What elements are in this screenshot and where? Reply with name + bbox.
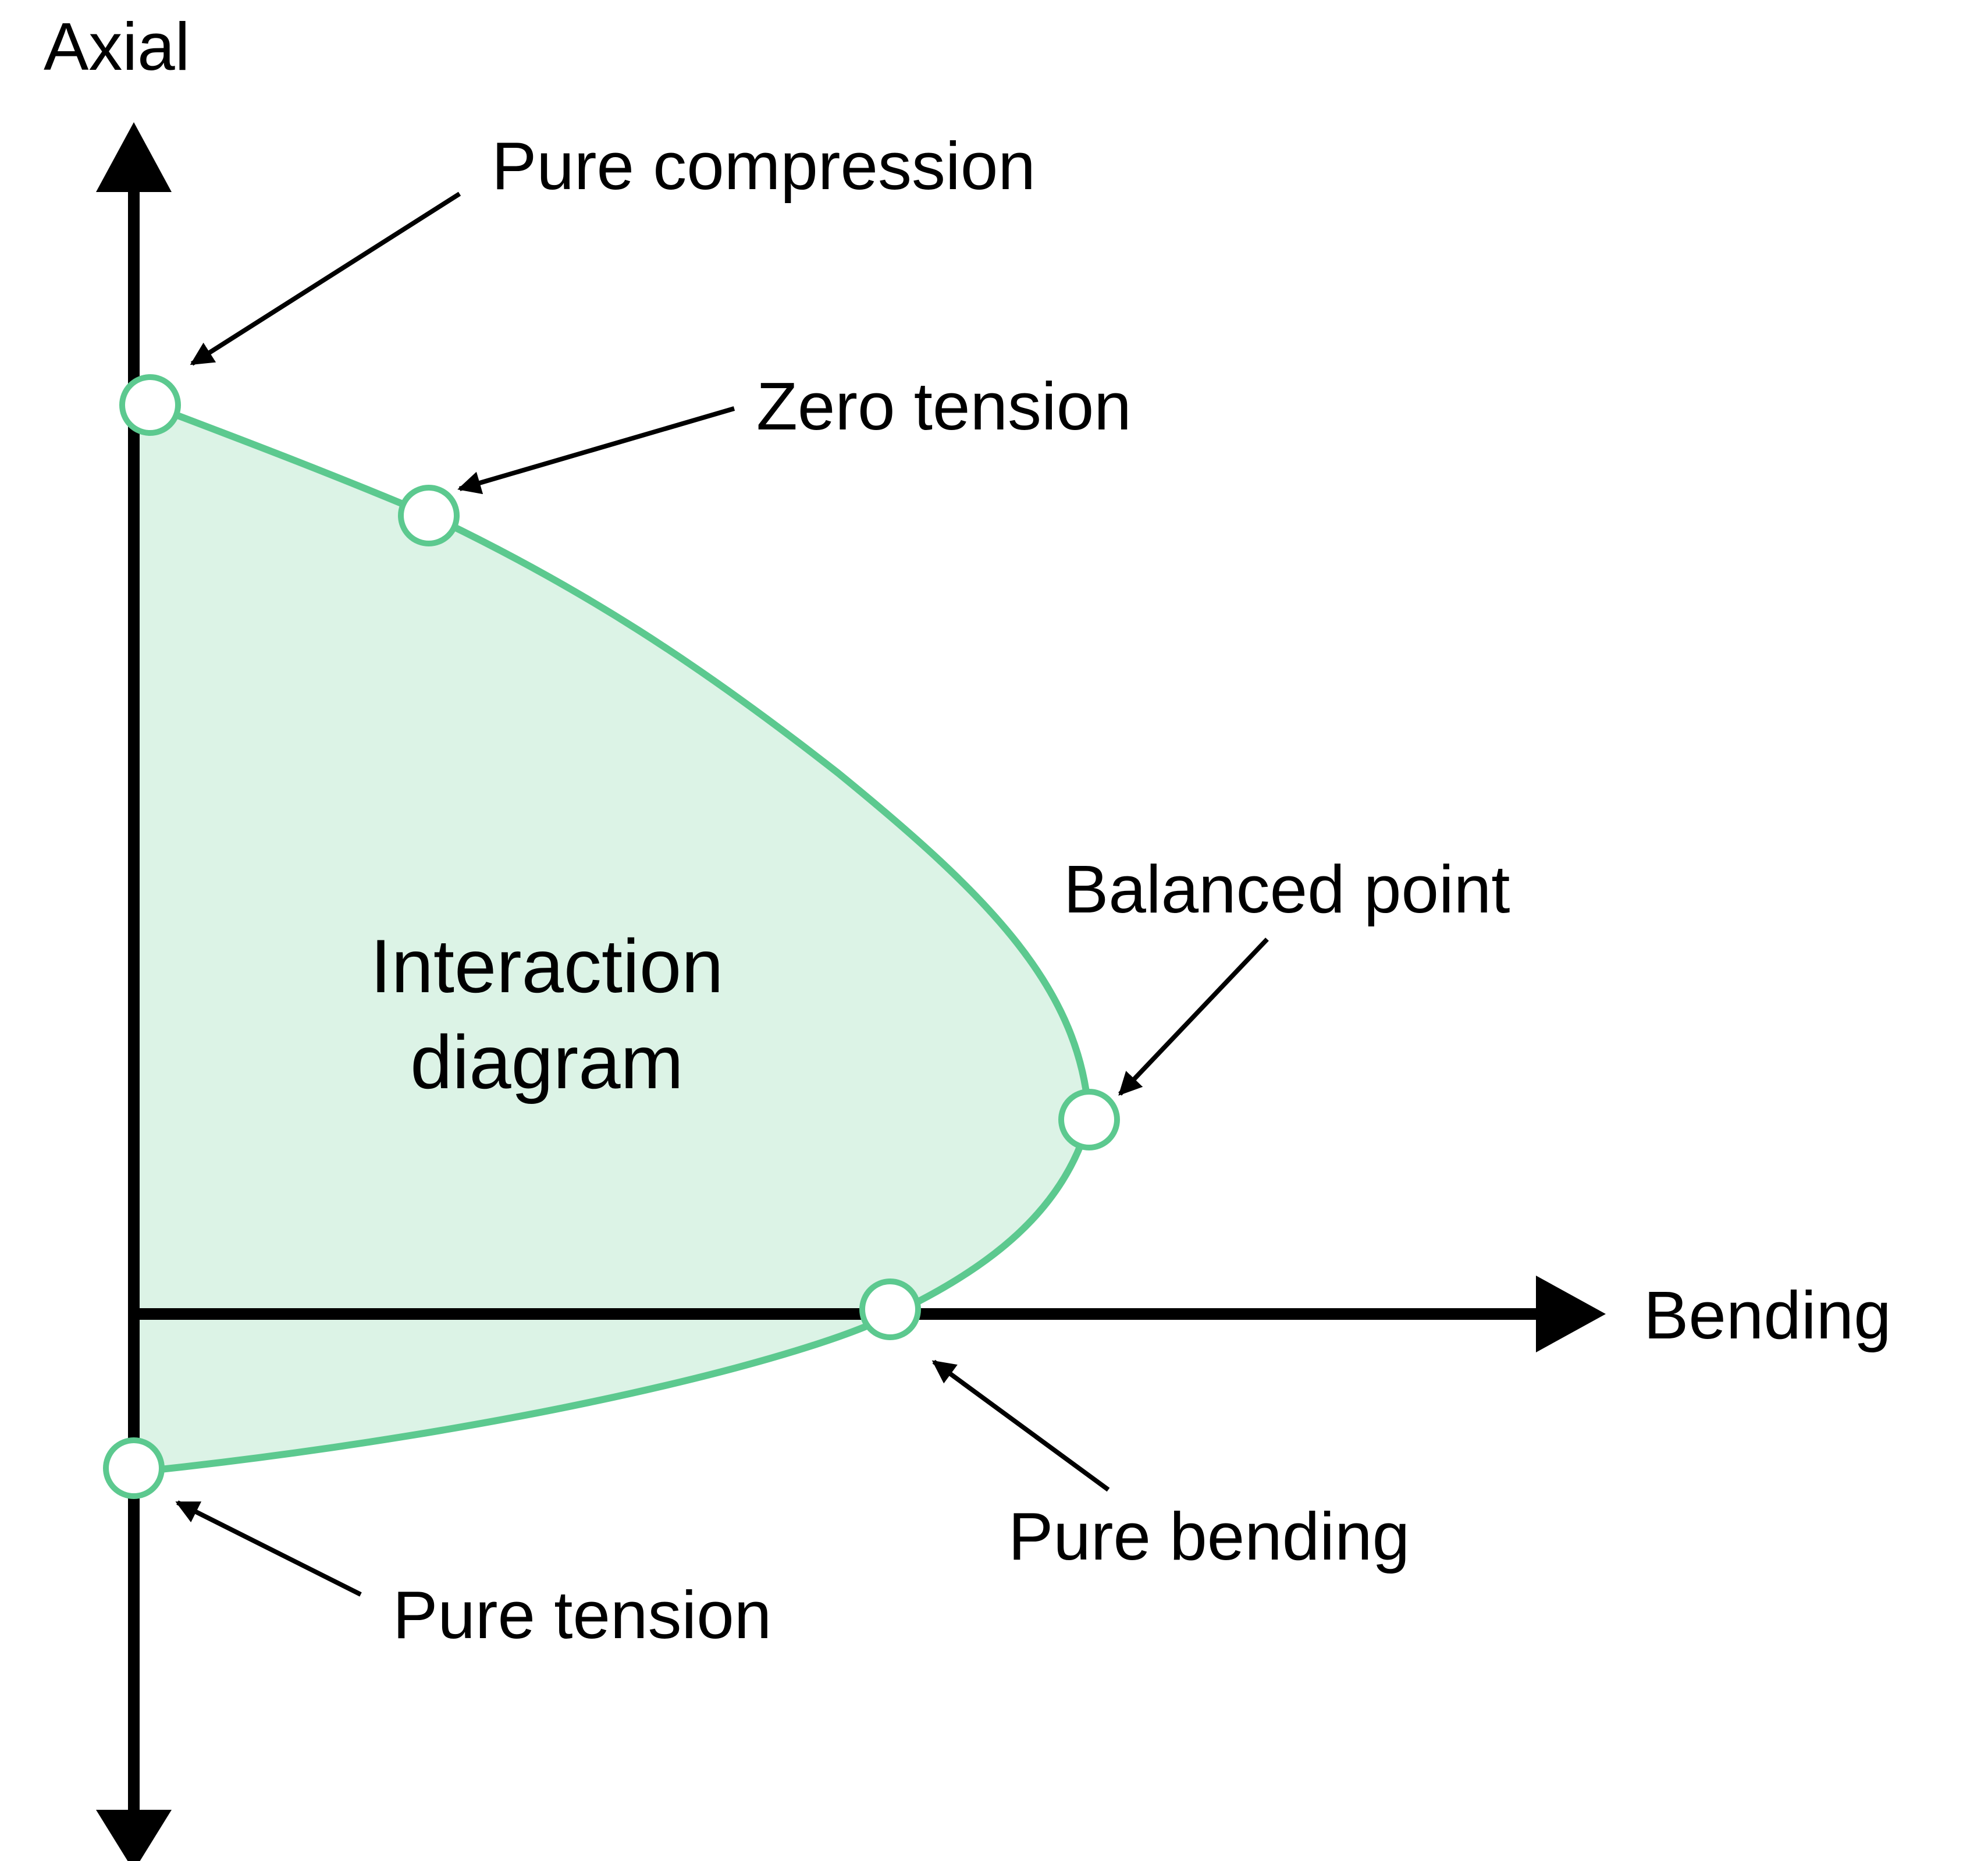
bending-axis-label: Bending <box>1644 1277 1891 1353</box>
pure-bending-marker <box>859 1278 921 1340</box>
axial-axis-arrow-up <box>96 122 172 192</box>
pure-compression-marker <box>119 374 181 436</box>
pure-compression-label: Pure compression <box>492 128 1036 204</box>
pure-tension-marker <box>103 1437 165 1499</box>
pure-tension-pointer <box>175 1500 362 1597</box>
balanced-point-label: Balanced point <box>1064 851 1510 927</box>
pure-tension-label: Pure tension <box>393 1577 771 1653</box>
pure-bending-pointer <box>931 1359 1110 1492</box>
axial-axis-arrow-down <box>96 1810 172 1861</box>
region-label-line1: Interaction <box>370 924 723 1008</box>
bending-axis-arrow <box>1536 1276 1606 1352</box>
axial-axis-label: Axial <box>44 9 190 84</box>
pure-compression-pointer <box>190 191 461 366</box>
pure-bending-label: Pure bending <box>1008 1498 1410 1574</box>
balanced-point-pointer <box>1118 937 1269 1096</box>
balanced-point-marker <box>1058 1089 1120 1150</box>
interaction-region-fill <box>134 405 1089 1472</box>
zero-tension-label: Zero tension <box>756 368 1132 444</box>
zero-tension-pointer <box>457 406 735 495</box>
region-label-line2: diagram <box>410 1020 684 1104</box>
zero-tension-marker <box>398 485 460 546</box>
